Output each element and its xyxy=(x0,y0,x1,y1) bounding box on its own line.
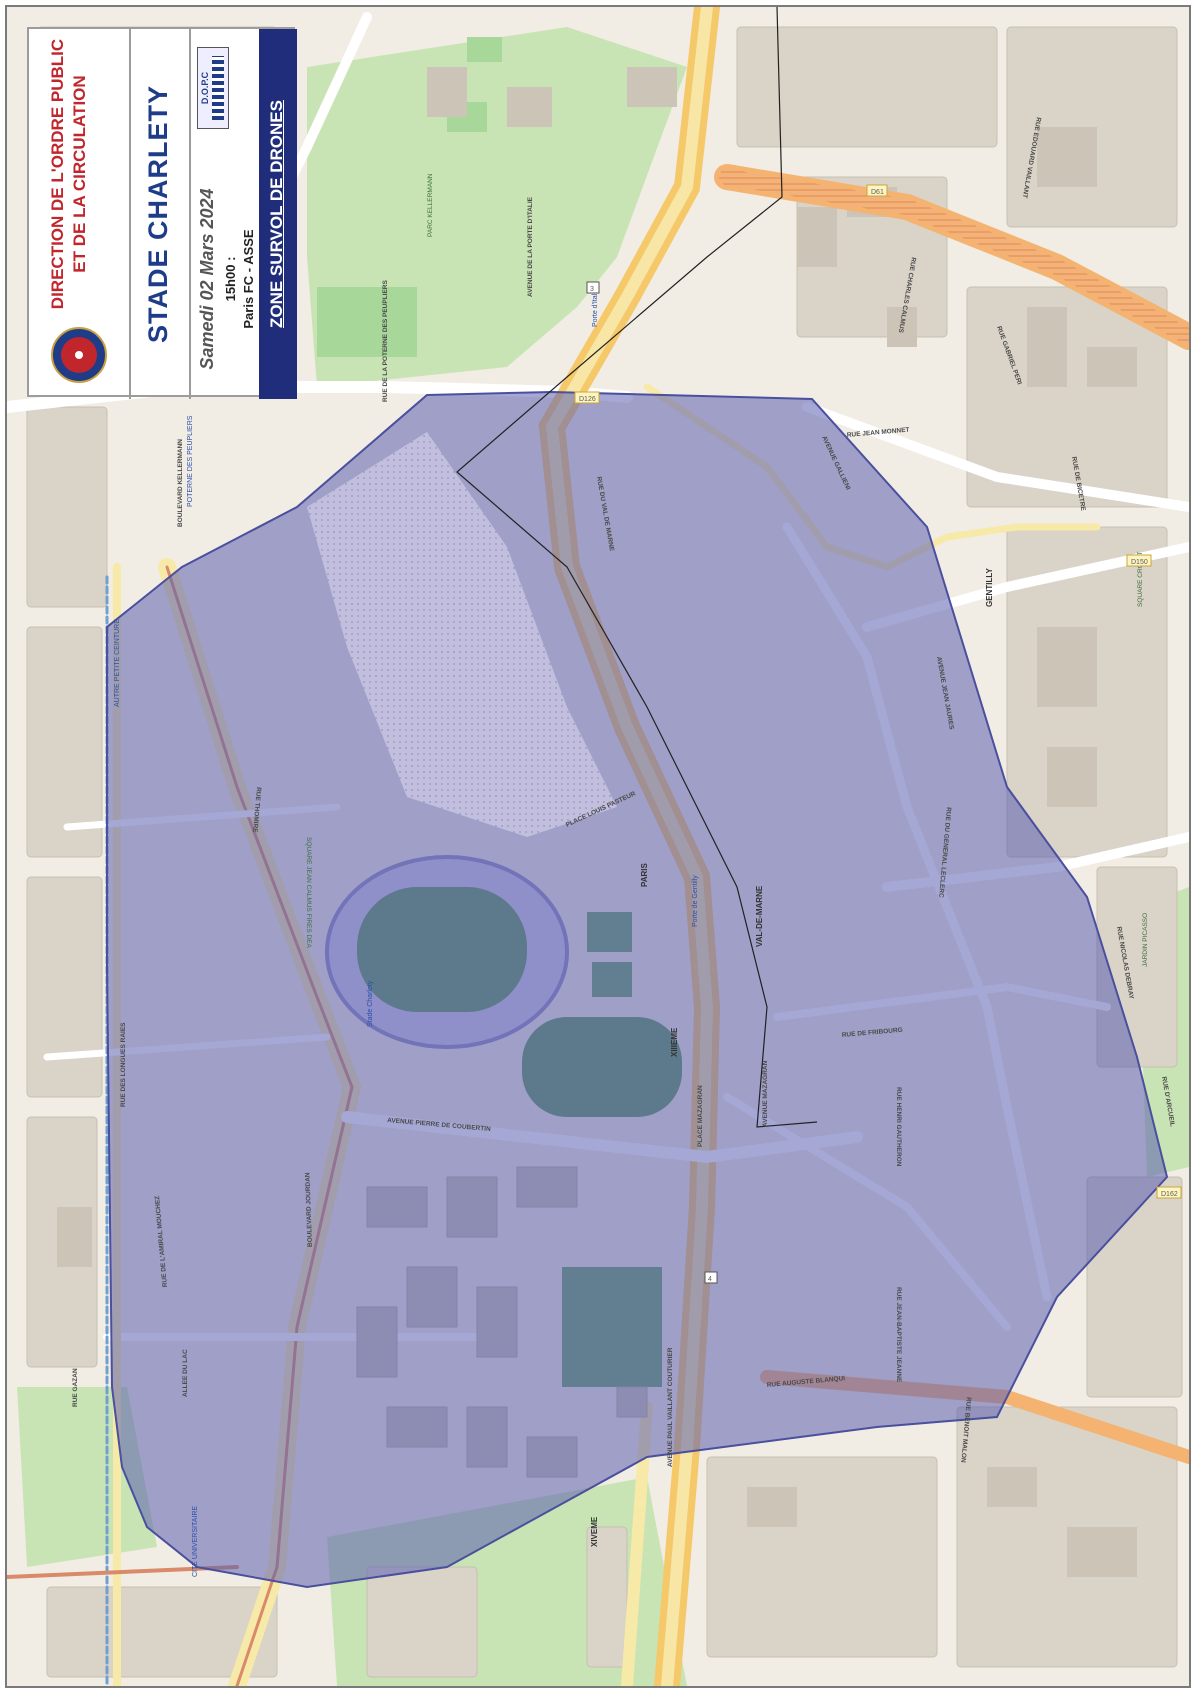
dopc-badge-label: D.O.P.C xyxy=(200,71,210,105)
title-header: DIRECTION DE L'ORDRE PUBLIC ET DE LA CIR… xyxy=(29,29,129,399)
label-henri-gautheron: RUE HENRI GAUTHERON xyxy=(895,1087,902,1167)
label-petite-ceinture: AUTRE PETITE CEINTURE xyxy=(114,619,121,707)
parking-grid xyxy=(307,432,617,837)
title-block: DIRECTION DE L'ORDRE PUBLIC ET DE LA CIR… xyxy=(27,27,297,399)
title-block-rotated: DIRECTION DE L'ORDRE PUBLIC ET DE LA CIR… xyxy=(29,29,297,399)
ref-4: 4 xyxy=(708,1276,712,1283)
label-jean-baptiste-jeanne: RUE JEAN-BAPTISTE JEANNE xyxy=(895,1287,902,1383)
ref-d162: D162 xyxy=(1161,1191,1178,1198)
zone-label: ZONE SURVOL DE DRONES xyxy=(267,100,286,328)
label-cite-universitaire: CITE UNIVERSITAIRE xyxy=(192,1506,199,1577)
zone-banner: ZONE SURVOL DE DRONES xyxy=(259,29,297,399)
label-av-mazagran: AVENUE MAZAGRAN xyxy=(762,1060,769,1127)
label-place-mazagran: PLACE MAZAGRAN xyxy=(697,1085,704,1147)
label-val-de-marne: VAL-DE-MARNE xyxy=(755,885,764,947)
stadium-title: STADE CHARLETY xyxy=(143,85,173,344)
label-porte-italie-av: AVENUE DE LA PORTE D'ITALIE xyxy=(527,196,534,297)
label-poterne: RUE DE LA POTERNE DES PEUPLIERS xyxy=(382,280,389,402)
label-parc-kellermann: PARC KELLERMANN xyxy=(427,173,434,237)
event-match: Paris FC - ASSE xyxy=(241,229,256,329)
label-allee-du-lac: ALLEE DU LAC xyxy=(182,1349,189,1397)
label-thomire: RUE THOMIRE xyxy=(251,787,262,834)
department-line-1: DIRECTION DE L'ORDRE PUBLIC xyxy=(48,38,67,310)
logo-inner-circle xyxy=(61,337,97,373)
logo-star-icon xyxy=(75,351,83,359)
label-gazan: RUE GAZAN xyxy=(72,1368,79,1407)
label-bd-jourdan: BOULEVARD JOURDAN xyxy=(304,1172,314,1247)
event-row: Samedi 02 Mars 2024 15h00 : Paris FC - A… xyxy=(189,29,259,399)
prefecture-logo xyxy=(51,327,107,383)
map-frame: BOULEVARD KELLERMANN RUE DE LA POTERNE D… xyxy=(5,5,1191,1688)
commune-boundary xyxy=(456,7,818,1128)
label-square-crozat: SQUARE CROZAT xyxy=(1137,551,1144,607)
ref-d61: D61 xyxy=(871,189,884,196)
department-line-2: ET DE LA CIRCULATION xyxy=(70,75,89,273)
label-paul-vaillant-couturier: AVENUE PAUL VAILLANT COUTURIER xyxy=(667,1347,674,1467)
dopc-badge-bars xyxy=(212,56,224,120)
label-paris-1: PARIS xyxy=(640,862,649,887)
label-jardin-picasso: JARDIN PICASSO xyxy=(1142,913,1149,967)
event-time: 15h00 : xyxy=(223,256,238,302)
ref-d150: D150 xyxy=(1131,559,1148,566)
ref-3: 3 xyxy=(590,286,594,293)
label-bd-kellermann: BOULEVARD KELLERMANN xyxy=(177,439,184,527)
place-labels: PARC KELLERMANN SQUARE JEAN CALMUS FIRES… xyxy=(114,173,1149,1577)
label-gentilly-1: GENTILLY xyxy=(985,568,994,607)
ref-d126: D126 xyxy=(579,396,596,403)
label-porte-italie: Porte d'Italie xyxy=(592,288,599,327)
event-date: Samedi 02 Mars 2024 xyxy=(197,188,217,370)
road-refs: D150 D126 D61 D162 3 4 xyxy=(574,184,1182,1284)
stadium-row: STADE CHARLETY xyxy=(129,29,189,399)
department-name: DIRECTION DE L'ORDRE PUBLIC ET DE LA CIR… xyxy=(47,29,91,319)
label-poterne-peupliers: POTERNE DES PEUPLIERS xyxy=(187,415,194,507)
building-footprints xyxy=(47,67,1137,1577)
label-stade-charlety: Stade Charlety xyxy=(367,980,374,1027)
label-square-fires: SQUARE JEAN CALMUS FIRES DEA xyxy=(305,837,312,949)
label-longues-raies: RUE DES LONGUES RAIES xyxy=(120,1022,127,1107)
label-xiiieme: XIIIEME xyxy=(670,1027,679,1057)
dopc-badge: D.O.P.C xyxy=(197,47,229,129)
label-xiveme: XIVEME xyxy=(590,1516,599,1547)
label-porte-gentilly: Porte de Gentilly xyxy=(692,875,699,927)
